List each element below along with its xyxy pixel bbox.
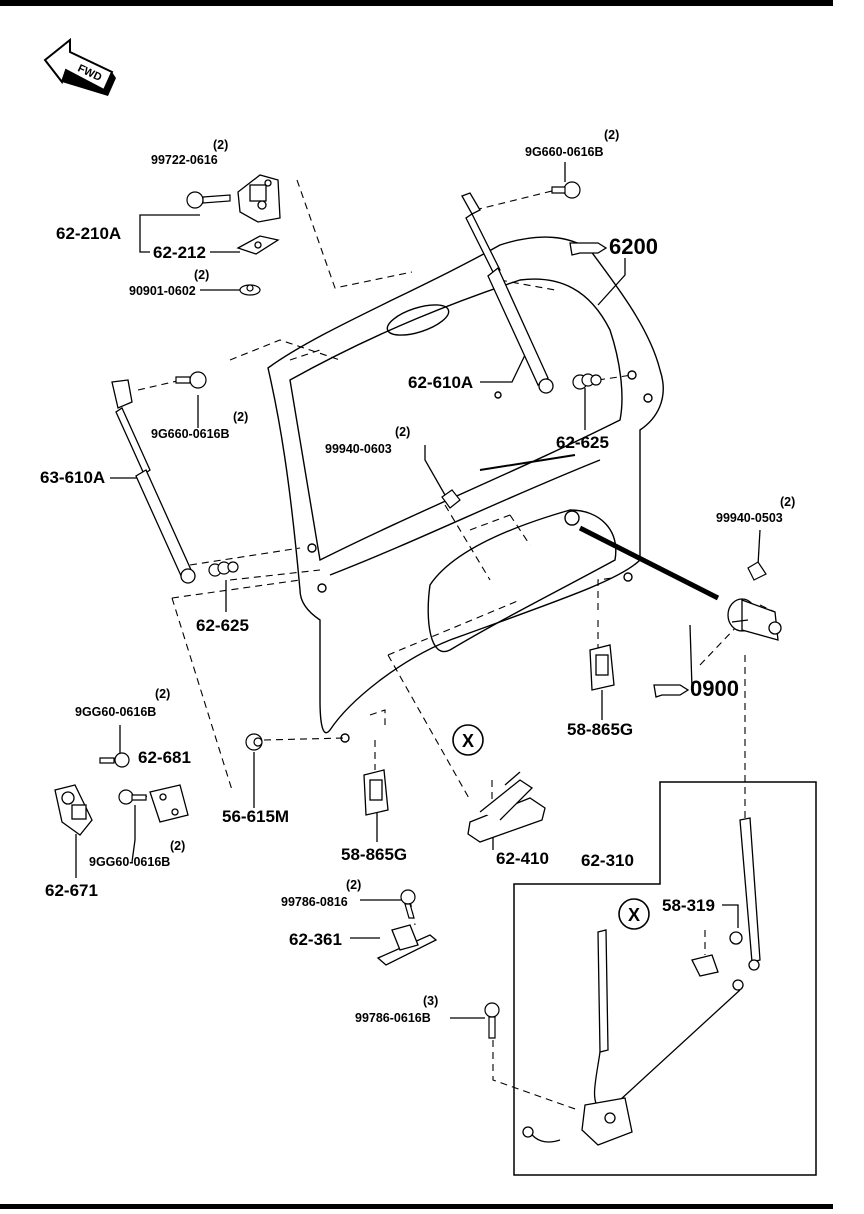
qty-9gg60-bottom: (2) [170,839,186,853]
svg-text:X: X [628,905,640,925]
qty-99940-0503: (2) [780,495,796,509]
qty-9g660-left: (2) [233,410,249,424]
striker-part [54,784,93,836]
part-99940-0603: 99940-0603 [325,442,392,456]
bolt-icon-9g660-left [175,371,207,389]
bolt-icon-9g660-top [551,181,581,199]
part-99722-0616: 99722-0616 [151,153,218,167]
hinge-part [236,174,281,255]
guide-part-right [589,644,615,691]
forward-arrow-icon: FWD [43,37,116,96]
qty-99722: (2) [213,138,229,152]
svg-text:X: X [462,731,474,751]
part-63-610a: 63-610A [40,468,106,487]
part-9g660-0616b-left: 9G660-0616B [151,427,230,441]
part-58-865g-right: 58-865G [567,720,634,739]
qty-9gg60-top: (2) [155,687,171,701]
detail-inset-frame [513,781,817,1176]
dashed-leaders [99,179,776,1111]
qty-99786-0816: (2) [346,878,362,892]
pointer-hand-icon-0900 [653,684,690,698]
clip-icon-99940-0603 [441,489,461,509]
bottom-border [0,1204,833,1209]
clip-icon-99940-0503 [747,561,767,581]
part-56-615m: 56-615M [222,807,290,826]
bolt-icon-99786-0616b [484,1002,500,1039]
bolt-icon-99722 [186,191,231,209]
part-90901-0602: 90901-0602 [129,284,196,298]
part-62-212: 62-212 [153,243,206,262]
part-99786-0816: 99786-0816 [281,895,348,909]
part-62-671: 62-671 [45,881,98,900]
bumper-icon [245,733,263,751]
bolt-icon-9gg60-top [99,752,130,768]
qty-9g660-top: (2) [604,128,620,142]
bracket-part-62-361 [376,924,438,966]
part-99786-0616b: 99786-0616B [355,1011,431,1025]
gas-strut-right [461,192,554,394]
part-62-310: 62-310 [581,851,634,870]
gas-strut-left [111,379,196,584]
x-callout-bottom: X [618,898,650,930]
part-62-625-left: 62-625 [196,616,249,635]
bolt-icon-99786-0816 [400,889,416,919]
plate-part-62-681 [149,784,189,823]
ref-0900: 0900 [690,676,739,701]
lock-assembly [522,817,761,1146]
part-62-625-right: 62-625 [556,433,609,452]
part-9g660-0616b-top: 9G660-0616B [525,145,604,159]
nut-icon-90901 [239,284,261,296]
ref-6200: 6200 [609,234,658,259]
ball-stud-icon-right [572,373,602,390]
top-border [0,0,833,6]
part-62-681: 62-681 [138,748,191,767]
label-leaders [75,162,761,1019]
part-9gg60-0616b-top: 9GG60-0616B [75,705,157,719]
qty-99940-0603: (2) [395,425,411,439]
x-callout-top: X [452,724,484,756]
latch-leader [578,525,720,601]
guide-part-center [363,769,389,816]
part-62-210a: 62-210A [56,224,122,243]
bolt-icon-9gg60-bottom [118,789,147,805]
part-58-865g-center: 58-865G [341,845,408,864]
pointer-hand-icon-6200 [569,242,608,256]
latch-cylinder [727,598,782,641]
qty-99786-0616b: (3) [423,994,439,1008]
part-58-319: 58-319 [662,896,715,915]
part-62-361: 62-361 [289,930,342,949]
ball-stud-icon-left [208,561,239,577]
part-99940-0503: 99940-0503 [716,511,783,525]
qty-90901: (2) [194,268,210,282]
part-62-410: 62-410 [496,849,549,868]
handle-part [467,771,546,843]
part-9gg60-0616b-bottom: 9GG60-0616B [89,855,171,869]
liftgate-panel [267,236,664,743]
part-62-610a: 62-610A [408,373,474,392]
